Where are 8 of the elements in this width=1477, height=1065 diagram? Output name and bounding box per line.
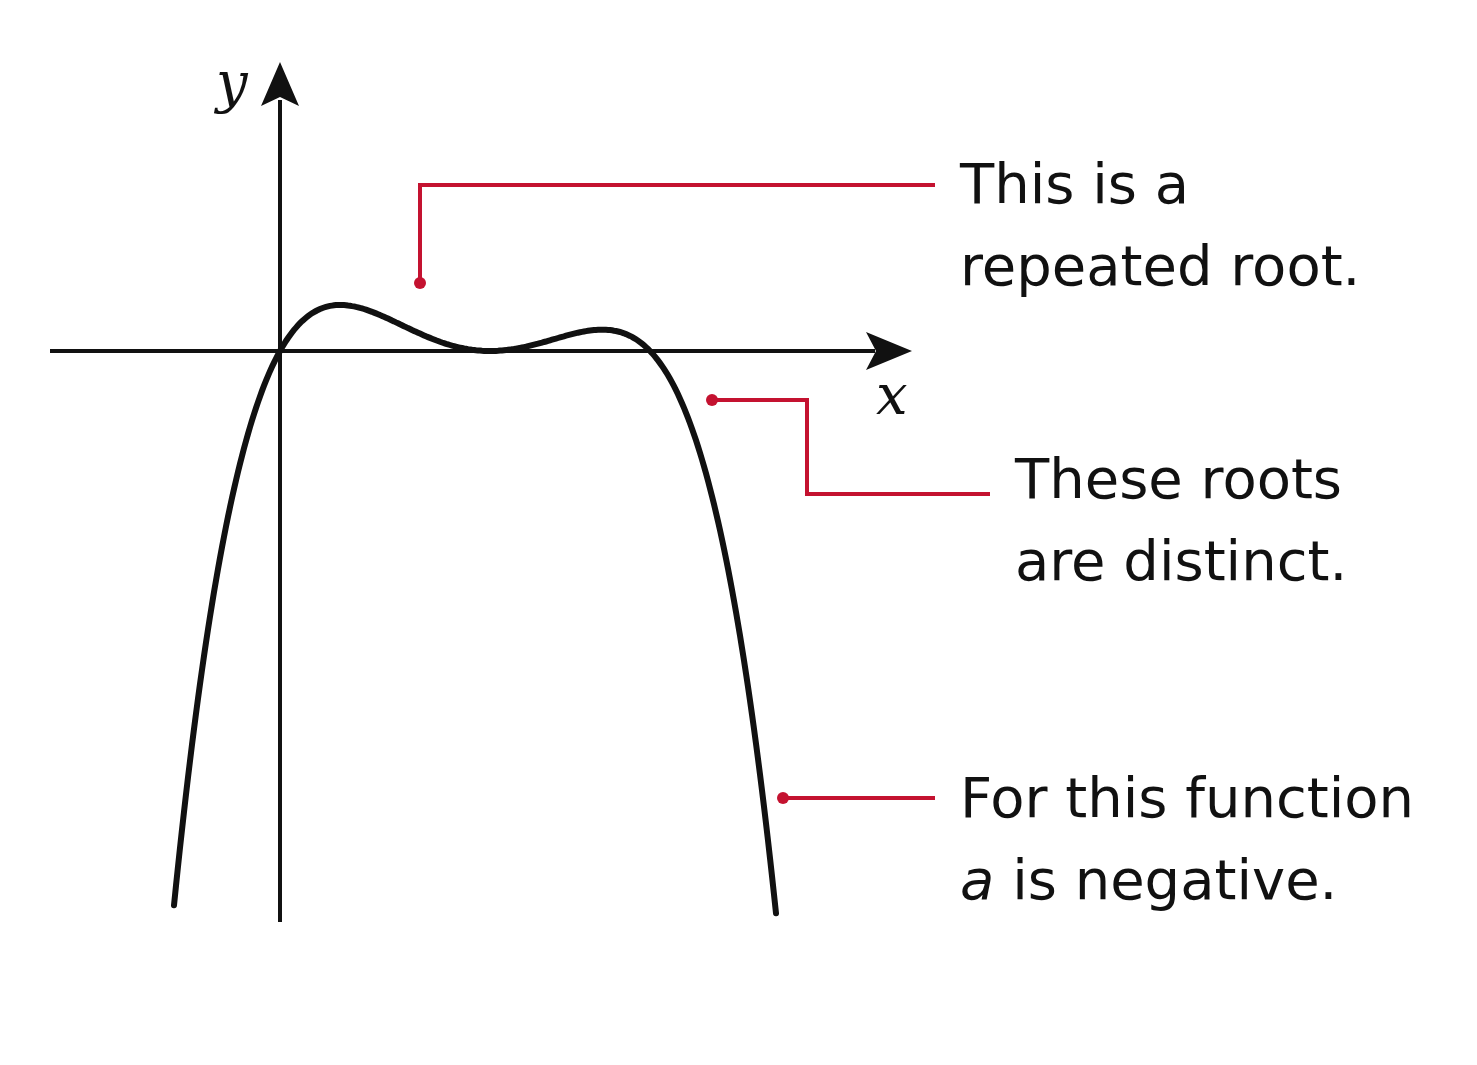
callout-text: For this function a is negative. (960, 757, 1440, 921)
callout-text: These roots are distinct. (1015, 438, 1375, 602)
leader-line (414, 183, 935, 289)
axis-label: y (216, 50, 248, 115)
leader-line (777, 792, 935, 804)
axis-label: x (876, 362, 908, 427)
callout-text: This is a repeated root. (960, 143, 1440, 307)
leader-line (706, 394, 990, 496)
